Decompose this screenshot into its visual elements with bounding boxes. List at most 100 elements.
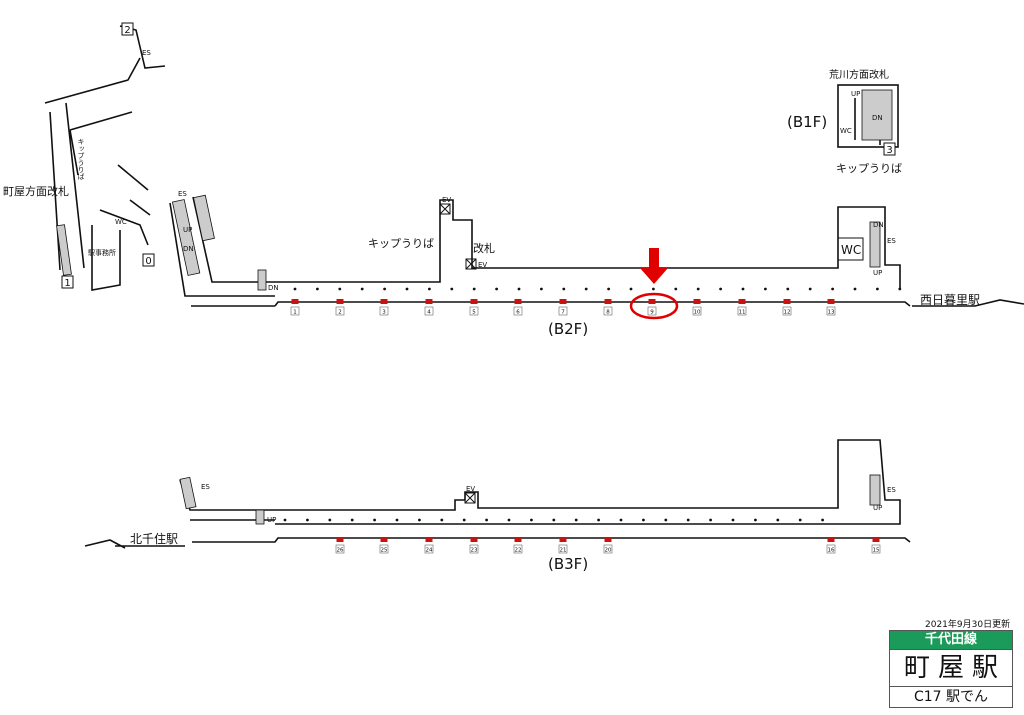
door-number: 5: [472, 310, 476, 316]
b2-pillar-dots: [293, 287, 902, 291]
station-kita-senju: 北千住駅: [130, 532, 179, 546]
pillar-dot: [552, 518, 556, 522]
door-marker: [291, 299, 299, 304]
door-number-box: [513, 306, 523, 316]
up-label: UP: [183, 226, 192, 234]
pillar-dot: [360, 287, 364, 291]
pillar-dot: [629, 287, 633, 291]
door-number-box: [469, 544, 479, 554]
pillar-dot: [853, 287, 857, 291]
door-marker: [380, 299, 388, 304]
pillar-dot: [876, 287, 879, 291]
station-code: C17 駅でん: [913, 689, 989, 705]
pillar-dot: [686, 518, 690, 522]
door-number-box: [424, 306, 434, 316]
machiya-gate-label: 町屋方面改札: [3, 185, 69, 198]
door-marker: [470, 299, 478, 304]
door-marker: [783, 299, 791, 304]
door-marker: [514, 537, 522, 542]
floor-label-b3f: (B3F): [548, 555, 589, 573]
door-number-box: [469, 306, 479, 316]
pillar-dot: [562, 287, 566, 291]
pillar-dot: [764, 287, 767, 291]
pillar-dot: [316, 287, 319, 291]
pillar-dot: [741, 287, 745, 291]
door-marker: [380, 537, 388, 542]
door-marker: [738, 299, 746, 304]
pillar-dot: [754, 518, 757, 522]
exit-0-label: 0: [145, 256, 151, 267]
pillar-dot: [306, 518, 309, 522]
pillar-dot: [574, 518, 578, 522]
pillar-dot: [674, 287, 678, 291]
pillar-dot: [495, 287, 498, 291]
pillar-dot: [462, 518, 466, 522]
dn-label: DN: [873, 221, 884, 229]
door-number-box: [871, 544, 881, 554]
pillar-dot: [530, 518, 533, 522]
station-info-box: 千代田線 町屋駅 C17 駅でん: [889, 630, 1013, 708]
b3-pillar-dots: [283, 518, 824, 522]
exit-3-label: 3: [886, 145, 892, 156]
pillar-dot: [540, 287, 543, 291]
door-marker: [336, 299, 344, 304]
door-number-box: [692, 306, 702, 316]
pillar-dot: [584, 287, 588, 291]
pillar-dot: [607, 287, 610, 291]
door-number: 25: [381, 548, 388, 554]
door-number: 1: [293, 310, 297, 316]
dn-label: DN: [872, 114, 883, 122]
floor-label-b2f: (B2F): [548, 320, 589, 338]
door-number: 8: [606, 310, 610, 316]
pillar-dot: [395, 518, 399, 522]
es-label: ES: [142, 49, 151, 57]
arakawa-gate-label: 荒川方面改札: [829, 70, 889, 81]
exit-2-label: 2: [124, 25, 130, 36]
pillar-dot: [664, 518, 668, 522]
door-marker: [559, 537, 567, 542]
ev-label: EV: [478, 261, 487, 269]
ev-label: EV: [466, 485, 475, 493]
floor-label-b1f: (B1F): [787, 113, 828, 131]
pillar-dot: [776, 518, 780, 522]
door-number: 7: [561, 310, 565, 316]
station-office-label: 駅事務所: [88, 248, 116, 257]
pillar-dot: [709, 518, 712, 522]
es-label: ES: [887, 237, 896, 245]
pillar-dot: [338, 287, 342, 291]
door-number: 23: [471, 548, 478, 554]
door-number-box: [513, 544, 523, 554]
door-marker: [604, 299, 612, 304]
door-number: 20: [605, 548, 612, 554]
door-number-box: [335, 544, 345, 554]
pillar-dot: [642, 518, 645, 522]
station-name: 町屋駅: [890, 650, 1012, 687]
door-number-box: [290, 306, 300, 316]
pillar-dot: [719, 287, 722, 291]
door-number-box: [737, 306, 747, 316]
door-number-box: [603, 306, 613, 316]
es-label: ES: [178, 190, 187, 198]
pillar-dot: [831, 287, 834, 291]
door-marker: [514, 299, 522, 304]
door-number: 15: [873, 548, 880, 554]
pillar-dot: [485, 518, 488, 522]
pillar-dot: [507, 518, 511, 522]
up-label: UP: [267, 516, 276, 524]
door-marker: [827, 299, 835, 304]
door-number: 21: [560, 548, 567, 554]
pillar-dot: [652, 287, 655, 291]
door-number: 11: [739, 310, 746, 316]
door-number-box: [782, 306, 792, 316]
up-label: UP: [873, 269, 882, 277]
door-number-box: [826, 544, 836, 554]
door-number: 6: [516, 310, 520, 316]
updated-date: 2021年9月30日更新: [925, 620, 1011, 630]
door-number-box: [558, 544, 568, 554]
door-marker: [604, 537, 612, 542]
pillar-dot: [619, 518, 623, 522]
door-number-box: [379, 544, 389, 554]
station-nishi-nippori: 西日暮里駅: [920, 293, 981, 307]
door-number: 3: [382, 310, 386, 316]
